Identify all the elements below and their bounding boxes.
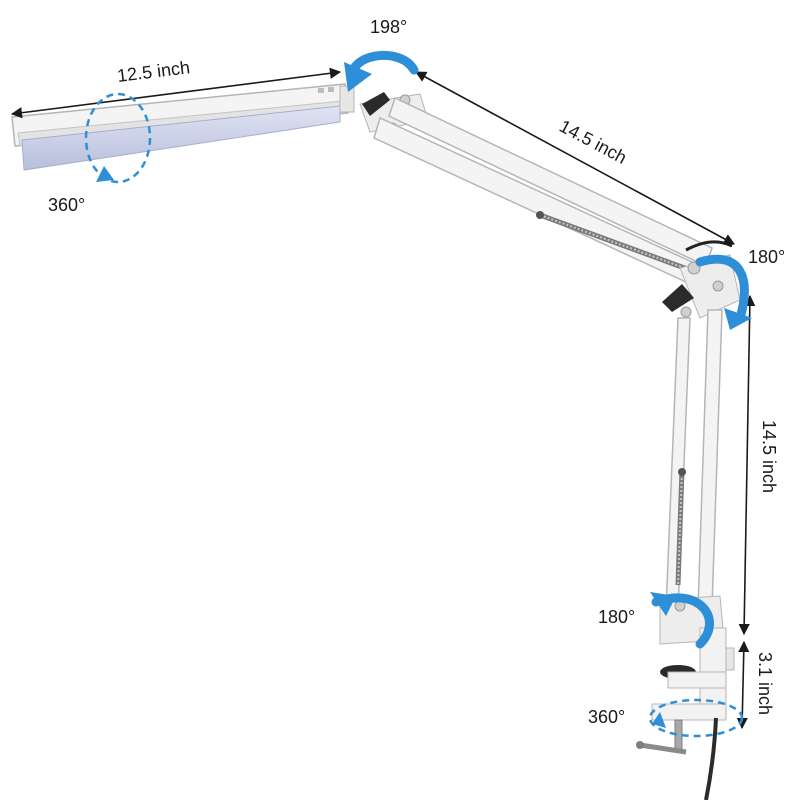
touch-button-icon <box>328 87 334 92</box>
head-length-label: 12.5 inch <box>116 57 191 86</box>
rotation-arrows <box>84 51 752 738</box>
tension-knob-icon <box>362 92 390 116</box>
base-swivel-arrow-icon <box>648 698 744 738</box>
elbow-joint-label: 180° <box>748 247 785 267</box>
lamp-head <box>11 83 355 171</box>
head-swivel-arrow-icon <box>84 92 152 184</box>
elbow-joint <box>662 254 741 319</box>
lower-arm <box>665 309 723 611</box>
upper-arm-line <box>415 71 735 245</box>
clamp-height-line <box>736 640 750 730</box>
head-joint-label: 198° <box>370 17 407 37</box>
touch-button-icon <box>318 88 324 93</box>
elbow-joint-arrow-icon <box>695 254 749 323</box>
tension-knob-icon <box>662 284 694 312</box>
head-length-line <box>10 67 342 119</box>
clamp-handle <box>639 742 687 755</box>
lower-arm-line <box>738 294 756 636</box>
clamp-height-label: 3.1 inch <box>755 652 775 715</box>
lower-arm-label: 14.5 inch <box>759 420 779 493</box>
head-swivel-label: 360° <box>48 195 85 215</box>
base-clamp <box>636 595 735 800</box>
base-swivel-label: 360° <box>588 707 625 727</box>
power-cable <box>704 717 718 800</box>
dimension-lines <box>10 67 756 730</box>
base-joint-label: 180° <box>598 607 635 627</box>
upper-arm-label: 14.5 inch <box>556 116 630 168</box>
spring-icon <box>675 469 685 586</box>
upper-arm <box>373 96 733 284</box>
